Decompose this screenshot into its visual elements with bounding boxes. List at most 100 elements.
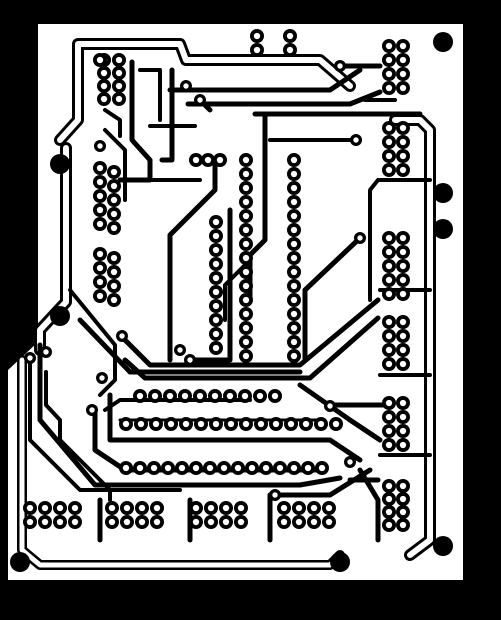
pad <box>396 492 410 506</box>
pad <box>107 221 121 235</box>
pad <box>135 501 149 515</box>
pad <box>382 259 396 273</box>
pad <box>53 515 67 529</box>
pad <box>219 501 233 515</box>
pad <box>396 39 410 53</box>
pad <box>107 251 121 265</box>
pad <box>307 501 321 515</box>
pad <box>38 501 52 515</box>
pad <box>354 232 366 244</box>
pad <box>119 417 133 431</box>
mounting-hole <box>433 32 453 52</box>
pad <box>299 417 313 431</box>
pad <box>94 140 106 152</box>
pad <box>382 231 396 245</box>
pad <box>239 349 253 363</box>
pad <box>93 275 107 289</box>
pad <box>322 501 336 515</box>
pad <box>396 438 410 452</box>
pad <box>344 456 356 468</box>
pad <box>382 410 396 424</box>
pad <box>93 289 107 303</box>
pad <box>287 265 301 279</box>
pad <box>287 237 301 251</box>
pad <box>396 315 410 329</box>
pad <box>40 346 52 358</box>
pad <box>203 461 217 475</box>
pad <box>301 461 315 475</box>
pad <box>209 313 223 327</box>
pad <box>287 195 301 209</box>
pad <box>396 245 410 259</box>
pad <box>396 424 410 438</box>
pad <box>292 501 306 515</box>
pad <box>234 515 248 529</box>
pad <box>314 417 328 431</box>
pad <box>209 257 223 271</box>
pad <box>334 60 346 72</box>
pad <box>382 163 396 177</box>
pad <box>180 80 192 92</box>
pad <box>194 417 208 431</box>
pad <box>163 389 177 403</box>
pad <box>287 335 301 349</box>
pad <box>107 279 121 293</box>
pad <box>209 271 223 285</box>
pad <box>287 461 301 475</box>
pad <box>239 181 253 195</box>
pad <box>68 501 82 515</box>
pad <box>239 209 253 223</box>
pad <box>287 293 301 307</box>
pad <box>382 81 396 95</box>
pad <box>382 39 396 53</box>
pad <box>277 515 291 529</box>
pad-layer <box>23 29 410 532</box>
pad <box>239 223 253 237</box>
pad <box>209 327 223 341</box>
pad <box>107 193 121 207</box>
mounting-hole <box>433 183 453 203</box>
pad <box>283 43 297 57</box>
pad <box>148 389 162 403</box>
pad <box>396 231 410 245</box>
mounting-hole <box>433 536 453 556</box>
pad <box>239 279 253 293</box>
mounting-hole <box>50 154 70 174</box>
pad <box>396 149 410 163</box>
pad <box>396 273 410 287</box>
pad <box>93 203 107 217</box>
pad <box>396 163 410 177</box>
pad <box>239 251 253 265</box>
pad <box>283 29 297 43</box>
pad <box>396 135 410 149</box>
pad <box>382 273 396 287</box>
pad <box>133 461 147 475</box>
pad <box>209 285 223 299</box>
pad <box>382 287 396 301</box>
pad <box>97 66 111 80</box>
pad <box>396 81 410 95</box>
pad <box>382 149 396 163</box>
mounting-hole <box>330 552 350 572</box>
pad <box>259 461 273 475</box>
pad <box>150 501 164 515</box>
pad <box>253 389 267 403</box>
pad <box>307 515 321 529</box>
pad <box>254 417 268 431</box>
pad <box>161 461 175 475</box>
pad <box>93 261 107 275</box>
pad <box>133 389 147 403</box>
pad <box>107 207 121 221</box>
pad <box>174 344 186 356</box>
mounting-hole <box>433 219 453 239</box>
pad <box>209 299 223 313</box>
pad <box>204 515 218 529</box>
pad <box>209 243 223 257</box>
pad <box>107 293 121 307</box>
pad <box>287 279 301 293</box>
pad <box>38 515 52 529</box>
pad <box>150 515 164 529</box>
pad <box>86 404 98 416</box>
pad <box>135 515 149 529</box>
